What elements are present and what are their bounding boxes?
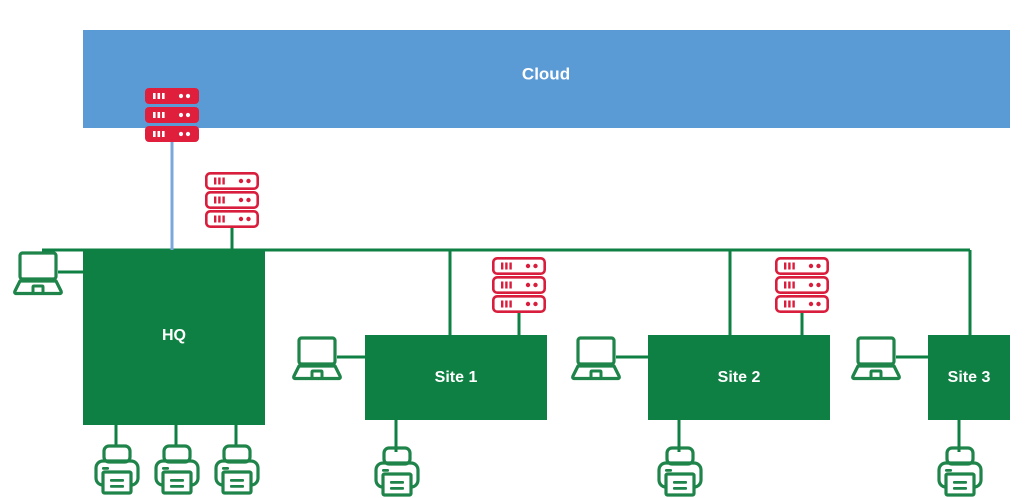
site2-rect <box>648 335 830 420</box>
printer-icon-hq-2[interactable] <box>154 444 200 495</box>
site-node-site1[interactable]: Site 1 <box>365 335 547 420</box>
site2-label: Site 2 <box>718 369 761 386</box>
server-site1[interactable] <box>491 256 547 314</box>
site-node-site3[interactable]: Site 3 <box>928 335 1010 420</box>
server-unit <box>491 256 547 276</box>
server-unit <box>145 88 199 104</box>
printer-icon-site3[interactable] <box>937 446 983 497</box>
site3-rect <box>928 335 1010 420</box>
site-node-site2[interactable]: Site 2 <box>648 335 830 420</box>
laptop-icon-site1[interactable] <box>292 336 342 381</box>
hq-rect <box>83 250 265 425</box>
cloud-label: Cloud <box>522 64 570 83</box>
cloud-node[interactable]: Cloud <box>83 30 1010 128</box>
laptop-icon-site3[interactable] <box>851 336 901 381</box>
server-unit <box>491 294 547 314</box>
site1-rect <box>365 335 547 420</box>
site-node-hq[interactable]: HQ <box>83 250 265 425</box>
server-unit <box>145 126 199 142</box>
server-unit <box>774 275 830 295</box>
laptop-icon-site2[interactable] <box>571 336 621 381</box>
site3-label: Site 3 <box>948 369 991 386</box>
cloud-rect <box>83 30 1010 128</box>
server-unit <box>205 191 260 209</box>
server-unit <box>205 172 260 190</box>
hq-label: HQ <box>162 327 186 344</box>
printer-icon-site2[interactable] <box>657 446 703 497</box>
server-unit <box>774 256 830 276</box>
server-hq[interactable] <box>205 172 260 228</box>
printer-icon-hq-3[interactable] <box>214 444 260 495</box>
server-site2[interactable] <box>774 256 830 314</box>
site1-label: Site 1 <box>435 369 478 386</box>
server-unit <box>491 275 547 295</box>
laptop-icon-hq[interactable] <box>13 251 63 296</box>
server-unit <box>145 107 199 123</box>
server-unit <box>205 210 260 228</box>
server-cloud[interactable] <box>145 88 199 142</box>
printer-icon-hq-1[interactable] <box>94 444 140 495</box>
server-unit <box>774 294 830 314</box>
printer-icon-site1[interactable] <box>374 446 420 497</box>
